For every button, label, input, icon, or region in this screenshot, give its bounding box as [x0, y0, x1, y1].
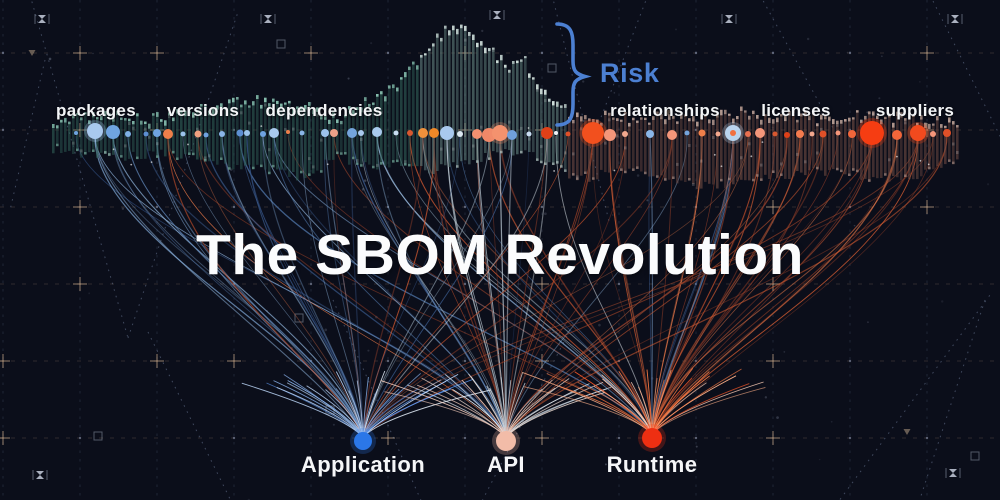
top-node: [299, 130, 305, 136]
top-node: [910, 125, 926, 141]
top-node: [260, 131, 266, 137]
top-node: [330, 129, 338, 137]
top-node: [393, 130, 399, 136]
square-marker-icon: [547, 63, 557, 73]
top-node: [440, 126, 454, 140]
sink-nodes-layer: [350, 424, 666, 455]
top-node: [321, 129, 329, 137]
top-node: [492, 125, 508, 141]
square-marker-icon: [276, 39, 286, 49]
curly-brace-icon: [555, 22, 592, 127]
top-node: [194, 130, 202, 138]
square-marker-icon: [970, 451, 980, 461]
top-node: [106, 125, 120, 139]
top-node: [755, 128, 765, 138]
top-node: [286, 130, 290, 134]
hourglass-icon: [36, 471, 44, 479]
top-node: [582, 122, 604, 144]
top-node: [730, 130, 736, 136]
top-node: [809, 131, 815, 137]
sink-node-application: [354, 432, 372, 450]
decoration-layer: [9, 0, 1000, 500]
top-node: [219, 131, 225, 137]
triangle-marker-icon: [28, 50, 36, 56]
top-node: [74, 131, 78, 135]
top-node: [372, 127, 382, 137]
top-node: [472, 129, 482, 139]
top-node: [565, 131, 571, 137]
top-node: [125, 131, 131, 137]
top-node: [347, 128, 357, 138]
top-node: [541, 127, 553, 139]
hourglass-icon: [725, 15, 733, 23]
top-label-suppliers: suppliers: [875, 101, 955, 120]
top-node: [507, 130, 517, 140]
sink-node-runtime: [642, 428, 662, 448]
top-node: [358, 130, 364, 136]
top-nodes-layer: [74, 118, 951, 148]
risk-annotation-label: Risk: [600, 58, 660, 88]
sink-label-runtime: Runtime: [606, 452, 698, 477]
top-node: [835, 130, 841, 136]
top-node: [622, 131, 628, 137]
top-node: [526, 131, 532, 137]
top-node: [244, 130, 250, 136]
top-node: [860, 121, 884, 145]
triangle-marker-icon: [903, 429, 911, 435]
top-node: [236, 129, 244, 137]
top-node: [796, 130, 804, 138]
top-node: [143, 131, 149, 137]
top-node: [554, 131, 558, 135]
top-node: [203, 132, 209, 138]
square-marker-icon: [294, 313, 304, 323]
hourglass-icon: [951, 15, 959, 23]
top-label-licenses: licenses: [761, 101, 831, 120]
top-node: [407, 130, 413, 136]
top-node: [457, 131, 463, 137]
top-node: [819, 130, 827, 138]
top-node: [163, 129, 173, 139]
sink-label-api: API: [487, 452, 525, 477]
sink-node-api: [496, 431, 516, 451]
hourglass-icon: [38, 15, 46, 23]
top-node: [892, 130, 902, 140]
top-node: [772, 131, 778, 137]
top-node: [848, 130, 856, 138]
top-node: [930, 131, 936, 137]
square-marker-icon: [93, 431, 103, 441]
top-node: [684, 130, 690, 136]
top-node: [745, 131, 751, 137]
top-label-packages: packages: [56, 101, 136, 120]
top-node: [153, 129, 161, 137]
top-node: [87, 123, 103, 139]
sink-label-application: Application: [300, 452, 426, 477]
hourglass-icon: [264, 15, 272, 23]
triangle-marker-icon: [664, 110, 672, 116]
risk-brace-layer: [555, 22, 592, 127]
top-node: [943, 129, 951, 137]
top-node: [784, 132, 790, 138]
hourglass-icon: [493, 11, 501, 19]
hourglass-icon: [949, 469, 957, 477]
top-node: [667, 130, 677, 140]
top-label-relationships: relationships: [610, 101, 720, 120]
top-node: [646, 130, 654, 138]
top-node: [715, 131, 721, 137]
top-node: [429, 128, 439, 138]
top-node: [180, 131, 186, 137]
page-title: The SBOM Revolution: [196, 223, 804, 287]
top-node: [269, 128, 279, 138]
top-node: [698, 129, 706, 137]
top-node: [604, 129, 616, 141]
top-node: [418, 128, 428, 138]
top-label-versions: versions: [166, 101, 240, 120]
top-label-dependencies: dependencies: [265, 101, 383, 120]
